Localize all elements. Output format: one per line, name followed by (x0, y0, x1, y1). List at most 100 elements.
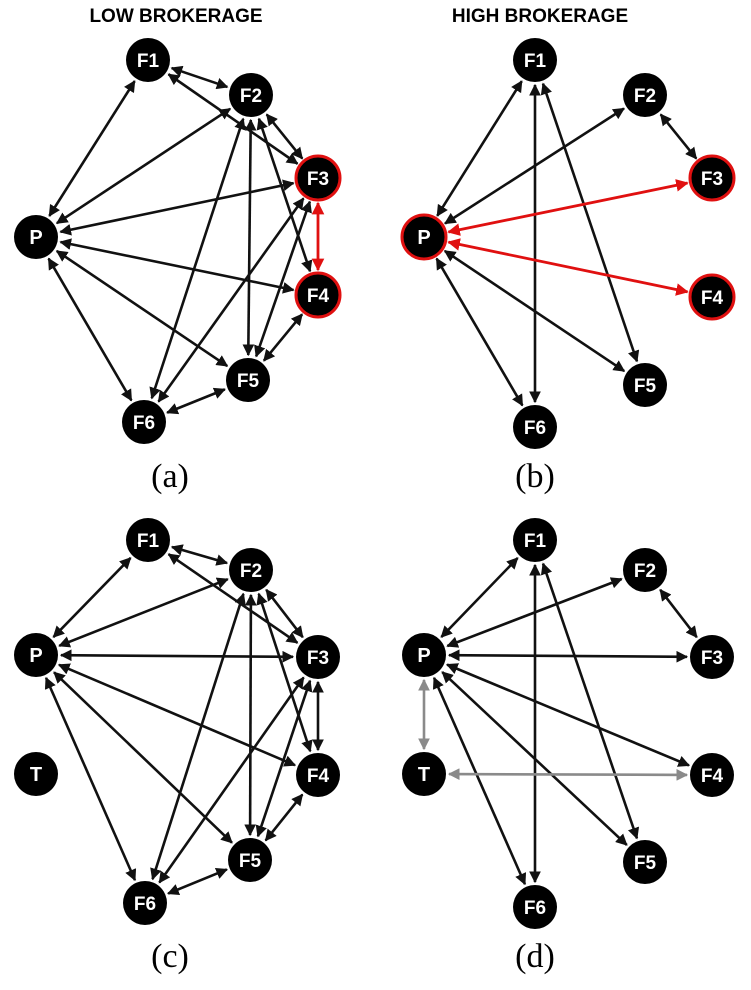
node-f2: F2 (229, 548, 273, 592)
node-f5: F5 (623, 840, 667, 884)
node-f3: F3 (296, 635, 340, 679)
edge-layer (418, 557, 698, 886)
node-f2: F2 (623, 73, 667, 117)
edge-layer (44, 544, 324, 895)
node-circle (14, 633, 58, 677)
heading-high-brokerage: HIGH BROKERAGE (452, 6, 628, 27)
edge-f2-f6 (149, 117, 246, 400)
node-circle (402, 752, 446, 796)
node-label: P (417, 227, 430, 249)
node-label: F3 (701, 648, 723, 669)
edge-f1-f2 (170, 65, 229, 90)
node-circle (228, 838, 272, 882)
node-p: P (402, 633, 446, 677)
panel-caption: (a) (151, 458, 189, 495)
node-circle (294, 271, 342, 319)
node-label: F5 (634, 376, 657, 397)
edge-f2-f3 (659, 588, 698, 639)
edge-p-f6 (435, 257, 524, 407)
node-f2: F2 (623, 548, 667, 592)
edge-f1-p (52, 557, 132, 638)
panel-caption: (b) (515, 458, 555, 495)
node-p: P (14, 633, 58, 677)
node-f6: F6 (513, 885, 557, 929)
node-circle (513, 518, 557, 562)
node-f1: F1 (126, 38, 170, 82)
node-label: F5 (634, 853, 657, 874)
edge-f2-f3 (659, 113, 698, 160)
node-circle (122, 400, 166, 444)
node-circle (513, 38, 557, 82)
node-circle (126, 518, 170, 562)
node-label: F4 (701, 288, 724, 309)
edge-t-f4 (447, 768, 689, 781)
node-circle (123, 881, 167, 925)
node-p: P (14, 215, 58, 259)
node-f5: F5 (623, 363, 667, 407)
node-f1: F1 (513, 38, 557, 82)
edge-p-f3 (447, 179, 689, 236)
panel-caption: (c) (151, 938, 189, 975)
edge-p-f6 (432, 676, 527, 886)
edge-f1-f2 (170, 544, 229, 566)
edge-f1-p (436, 80, 523, 217)
edge-f3-p (59, 649, 295, 663)
edge-f2-p (55, 107, 232, 225)
node-label: T (30, 764, 42, 786)
node-label: F3 (307, 169, 329, 190)
node-circle (623, 840, 667, 884)
node-circle (14, 215, 58, 259)
node-label: F4 (307, 766, 330, 787)
node-label: F6 (134, 894, 156, 915)
node-f4: F4 (294, 271, 342, 319)
node-label: F2 (240, 86, 262, 107)
edge-layer (435, 80, 698, 407)
node-f3: F3 (690, 635, 734, 679)
edge-p-f2 (446, 577, 623, 648)
node-f6: F6 (123, 881, 167, 925)
node-f6: F6 (513, 405, 557, 449)
node-label: F5 (239, 851, 262, 872)
edge-p-f3 (447, 649, 689, 663)
node-label: F2 (634, 561, 656, 582)
node-circle (690, 753, 734, 797)
node-label: F1 (524, 531, 547, 552)
node-label: F3 (701, 169, 723, 190)
node-f2: F2 (229, 73, 273, 117)
node-circle (126, 38, 170, 82)
edge-f1-p (440, 557, 519, 638)
node-label: F2 (634, 86, 656, 107)
edge-f3-f6 (157, 197, 305, 403)
edge-layer (47, 65, 325, 415)
node-t: T (402, 752, 446, 796)
edge-f5-f6 (167, 868, 228, 895)
node-circle (14, 752, 58, 796)
node-label: F6 (524, 898, 546, 919)
node-label: F4 (701, 766, 724, 787)
node-label: F1 (137, 51, 160, 72)
node-circle (688, 273, 736, 321)
node-f4: F4 (690, 753, 734, 797)
node-label: P (417, 645, 430, 667)
node-f6: F6 (122, 400, 166, 444)
edge-p-f4 (447, 238, 689, 296)
node-circle (296, 753, 340, 797)
node-t: T (14, 752, 58, 796)
node-circle (513, 405, 557, 449)
edge-f4-f5 (264, 793, 304, 842)
node-f4: F4 (688, 273, 736, 321)
node-circle (623, 363, 667, 407)
node-label: F3 (307, 648, 329, 669)
node-p: P (400, 213, 448, 261)
node-label: F1 (137, 531, 160, 552)
edge-f2-f5 (244, 593, 257, 837)
